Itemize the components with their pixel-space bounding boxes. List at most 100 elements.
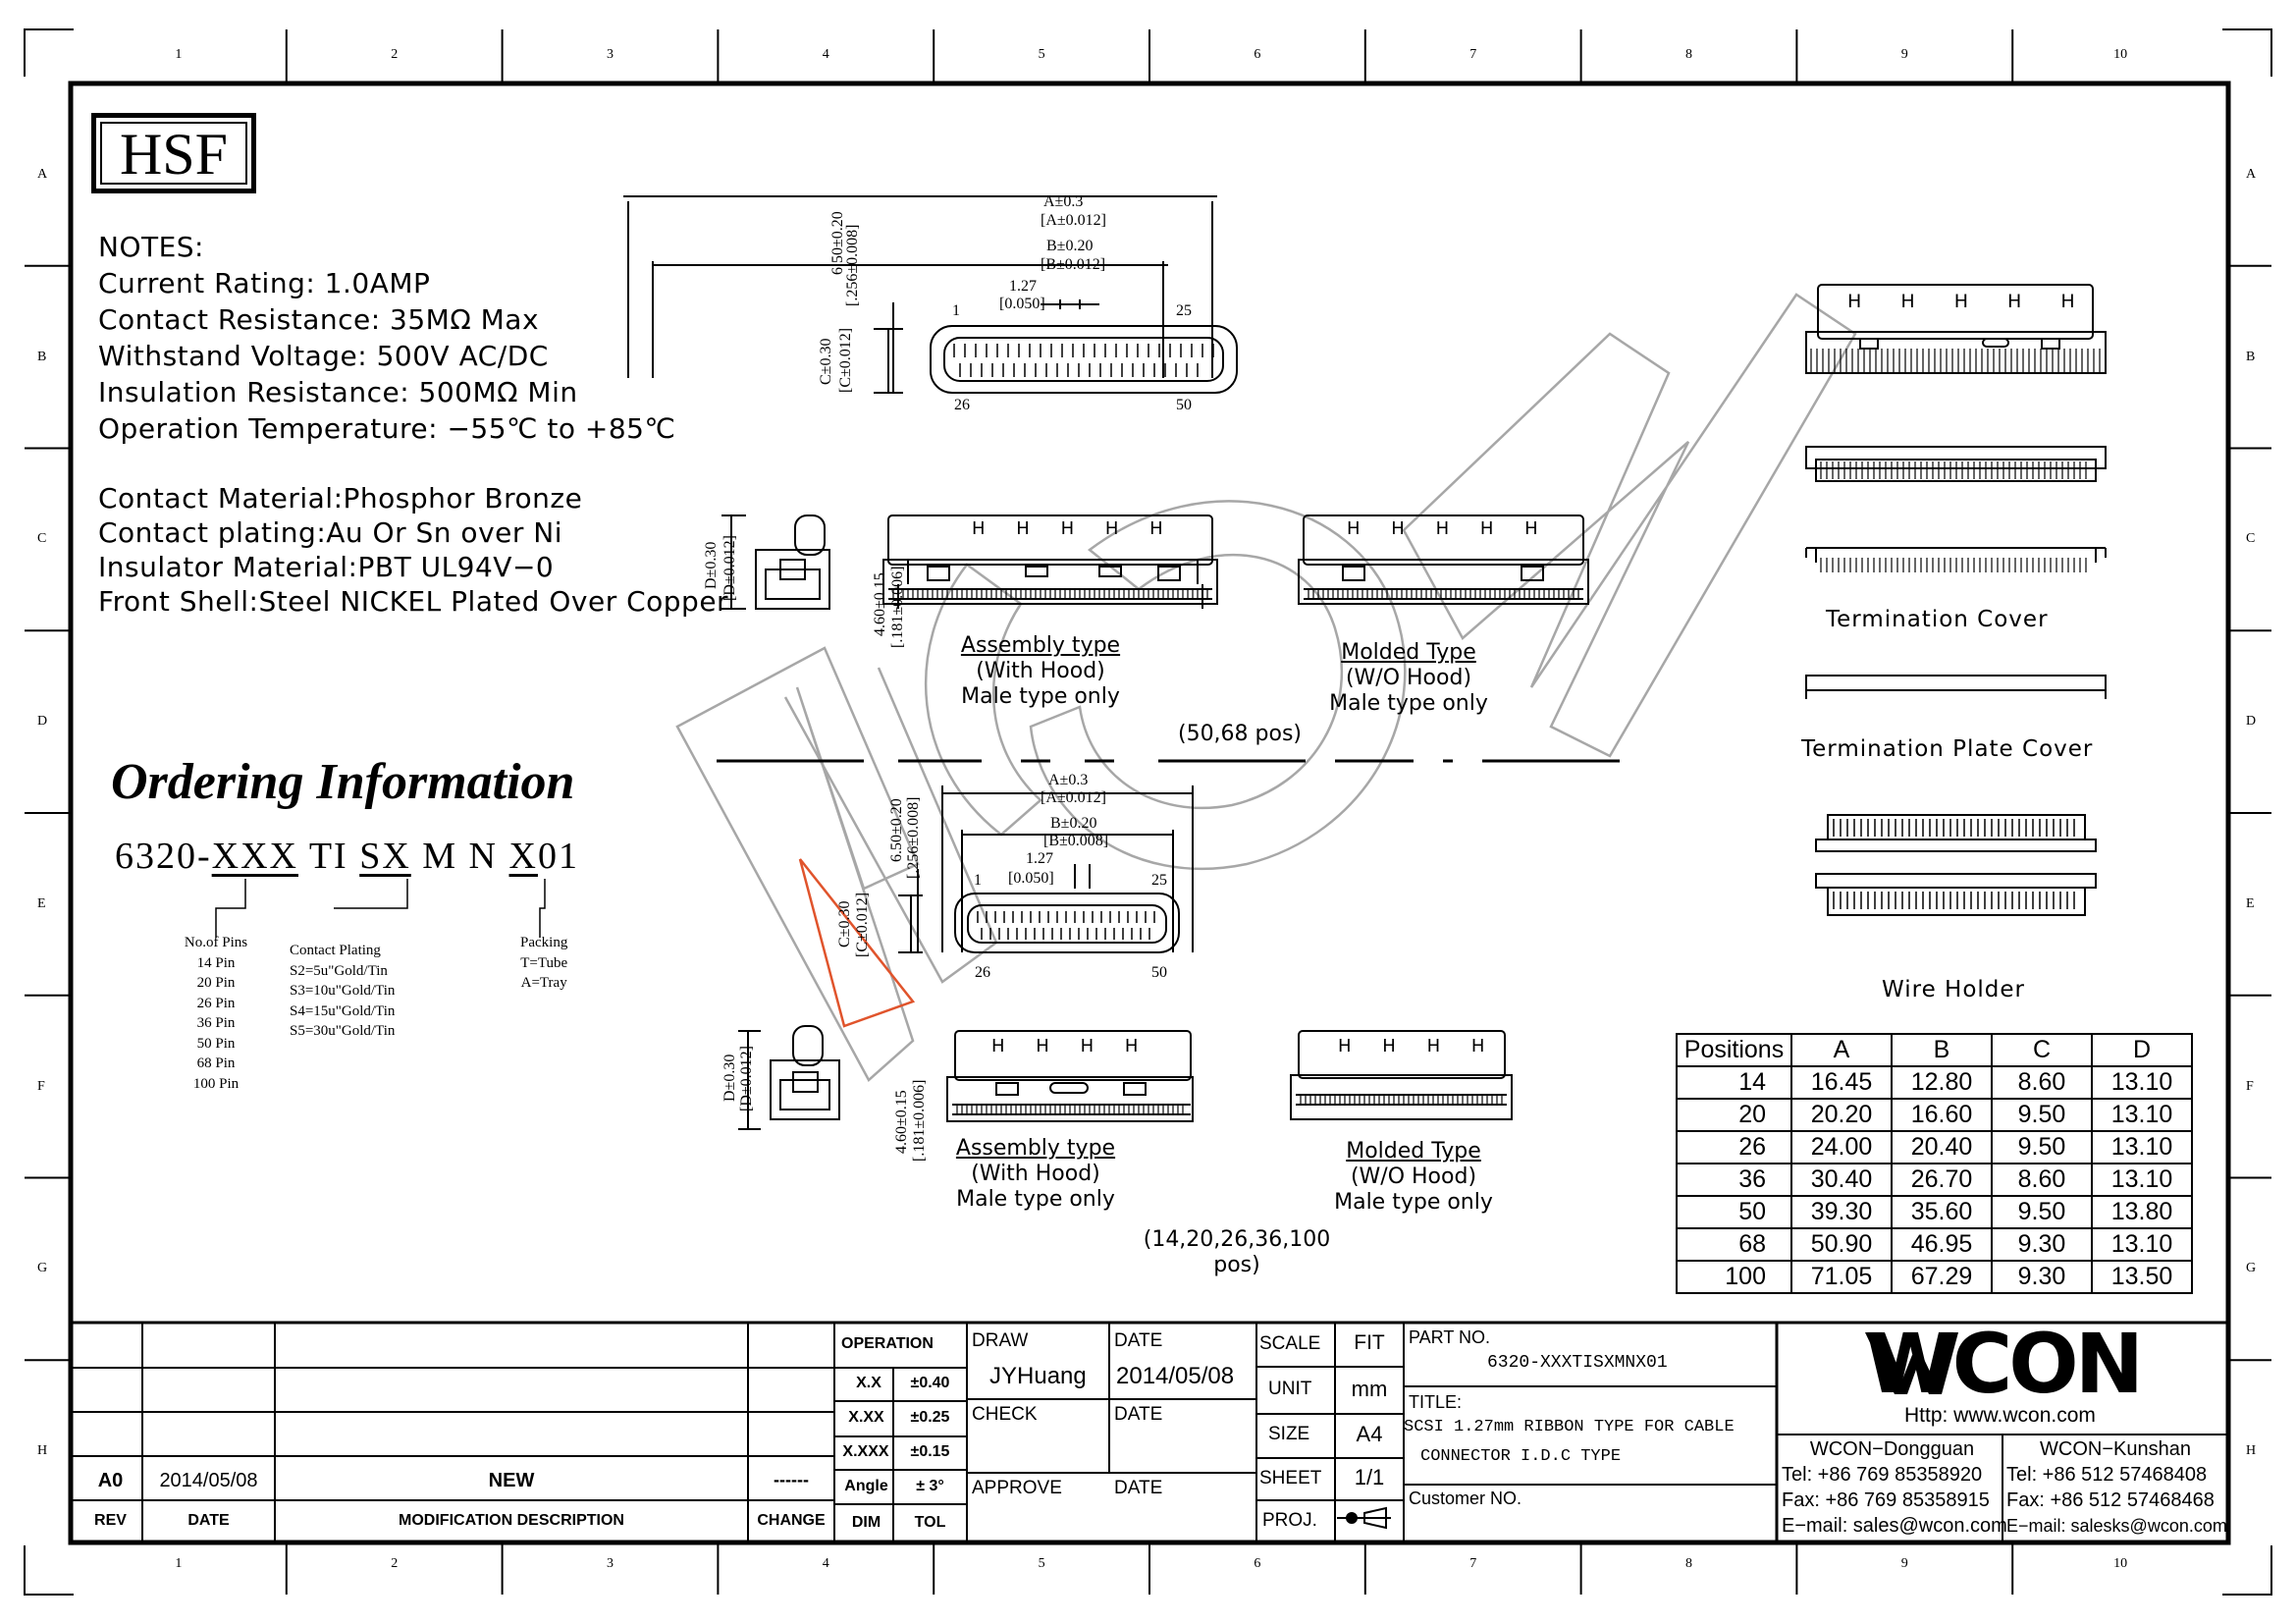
lower-molded-caption: Molded Type (W/O Hood) Male type only: [1301, 1139, 1526, 1216]
plating-option: S2=5u"Gold/Tin: [290, 962, 388, 979]
termination-plate-cover-label: Termination Plate Cover: [1801, 736, 2094, 762]
pin-25-label: 25: [1176, 302, 1192, 319]
ordering-heading: Ordering Information: [111, 754, 575, 810]
table-cell: 35.60: [1891, 1195, 1993, 1229]
table-cell: 9.30: [1991, 1260, 2093, 1294]
caption-line: Male type only: [1329, 691, 1488, 716]
kunshan-email: E−mail: salesks@wcon.com: [2006, 1516, 2227, 1536]
pins-list: No.of Pins 14 Pin 20 Pin 26 Pin 36 Pin 5…: [179, 933, 253, 1094]
pin-26-label: 26: [954, 397, 970, 413]
lower-assembly-view: [946, 1030, 1194, 1122]
zone-row-left: B: [37, 349, 47, 364]
caption-line: Male type only: [1334, 1190, 1493, 1215]
zone-row-left: H: [37, 1443, 48, 1459]
scale-value: FIT: [1354, 1331, 1385, 1354]
caption-line: Male type only: [956, 1187, 1115, 1212]
dim-e-in-lower: [.181±0.006]: [911, 1079, 928, 1162]
kunshan-fax: Fax: +86 512 57468468: [2006, 1489, 2215, 1511]
plating-option: S3=10u"Gold/Tin: [290, 983, 396, 999]
caption-line: Assembly type: [955, 1136, 1116, 1161]
rev-date-value: 2014/05/08: [159, 1470, 258, 1491]
caption-line: Assembly type: [960, 633, 1121, 658]
dongguan-name: WCON−Dongguan: [1809, 1438, 1975, 1460]
dim-d-in: [D±0.012]: [721, 535, 738, 601]
table-cell: 20: [1676, 1098, 1792, 1132]
dim-b-lower: B±0.20: [1050, 815, 1097, 832]
dim-d-in-lower: [D±0.012]: [738, 1046, 755, 1111]
pins-option: 68 Pin: [196, 1056, 236, 1071]
rev-value: A0: [97, 1470, 124, 1491]
dim-pitch-in: [0.050]: [999, 296, 1045, 312]
table-cell: 9.50: [1991, 1098, 2093, 1132]
zone-row-left: C: [37, 531, 47, 547]
dongguan-tel: Tel: +86 769 85358920: [1782, 1464, 1983, 1486]
table-cell: 36: [1676, 1163, 1792, 1197]
packing-option: T=Tube: [520, 954, 568, 971]
table-cell: 46.95: [1891, 1227, 1993, 1262]
table-cell: 50: [1676, 1195, 1792, 1229]
note-line: Contact Resistance: 35MΩ Max: [98, 303, 540, 336]
zone-row-left: A: [37, 166, 48, 182]
dim-c: C±0.30: [818, 338, 834, 385]
zone-col-bottom: 7: [1469, 1556, 1477, 1571]
title-label: TITLE:: [1409, 1392, 1463, 1412]
dongguan-fax: Fax: +86 769 85358915: [1782, 1489, 1990, 1511]
table-cell: 30.40: [1790, 1163, 1893, 1197]
table-cell: 26: [1676, 1130, 1792, 1164]
pin-50-label: 50: [1176, 397, 1192, 413]
wire-holder-view: [1815, 814, 2097, 916]
packing-list: Packing T=Tube A=Tray: [520, 933, 567, 994]
table-cell: 9.50: [1991, 1130, 2093, 1164]
zone-col-bottom: 5: [1038, 1556, 1045, 1571]
tol-dim-1: X.X: [856, 1375, 881, 1391]
table-cell: 100: [1676, 1260, 1792, 1294]
pin-25-label-lower: 25: [1151, 872, 1167, 889]
zone-col-bottom: 10: [2113, 1556, 2128, 1571]
zone-row-left: E: [37, 895, 46, 911]
dim-h-lower: 6.50±0.20: [888, 798, 905, 862]
corner-marks: [24, 28, 2272, 1596]
note-line: Withstand Voltage: 500V AC/DC: [98, 340, 549, 372]
lower-molded-view: [1290, 1030, 1513, 1120]
dim-e-lower: 4.60±0.15: [893, 1090, 910, 1154]
note-line: Insulation Resistance: 500MΩ Min: [98, 376, 578, 408]
table-header: A: [1790, 1033, 1893, 1067]
kunshan-contact: WCON−Kunshan Tel: +86 512 57468408 Fax: …: [2006, 1436, 2227, 1539]
table-cell: 20.20: [1790, 1098, 1893, 1132]
wire-holder-label: Wire Holder: [1882, 977, 2026, 1002]
accent-marker: [798, 858, 916, 1028]
pins-option: 20 Pin: [196, 975, 236, 991]
table-cell: 39.30: [1790, 1195, 1893, 1229]
table-cell: 9.50: [1991, 1195, 2093, 1229]
check-label: CHECK: [972, 1404, 1038, 1425]
packing-option: A=Tray: [520, 975, 567, 991]
dim-pitch: 1.27: [1009, 278, 1037, 295]
zone-col-top: 4: [822, 47, 829, 62]
dongguan-email: E−mail: sales@wcon.com: [1782, 1515, 2007, 1537]
zone-col-top: 6: [1254, 47, 1261, 62]
dim-c-lower: C±0.30: [836, 900, 853, 947]
code-mn: M N: [422, 836, 498, 877]
tol-val-1: ±0.40: [910, 1375, 950, 1391]
kunshan-tel: Tel: +86 512 57468408: [2006, 1464, 2208, 1486]
zone-col-bottom: 6: [1254, 1556, 1261, 1571]
sheet-value: 1/1: [1354, 1465, 1385, 1489]
pin-50-label-lower: 50: [1151, 964, 1167, 981]
plating-list: Contact Plating S2=5u"Gold/Tin S3=10u"Go…: [290, 941, 395, 1042]
unit-label: UNIT: [1268, 1379, 1312, 1399]
zone-col-top: 7: [1469, 47, 1477, 62]
notes-heading: NOTES:: [98, 231, 204, 263]
table-header: B: [1891, 1033, 1993, 1067]
table-cell: 67.29: [1891, 1260, 1993, 1294]
pins-title: No.of Pins: [184, 935, 248, 950]
zone-row-right: H: [2246, 1443, 2257, 1459]
caption-line: (With Hood): [976, 659, 1105, 683]
code-packing: X: [508, 836, 538, 877]
pin-26-label-lower: 26: [975, 964, 990, 981]
plating-option: S4=15u"Gold/Tin: [290, 1002, 396, 1019]
